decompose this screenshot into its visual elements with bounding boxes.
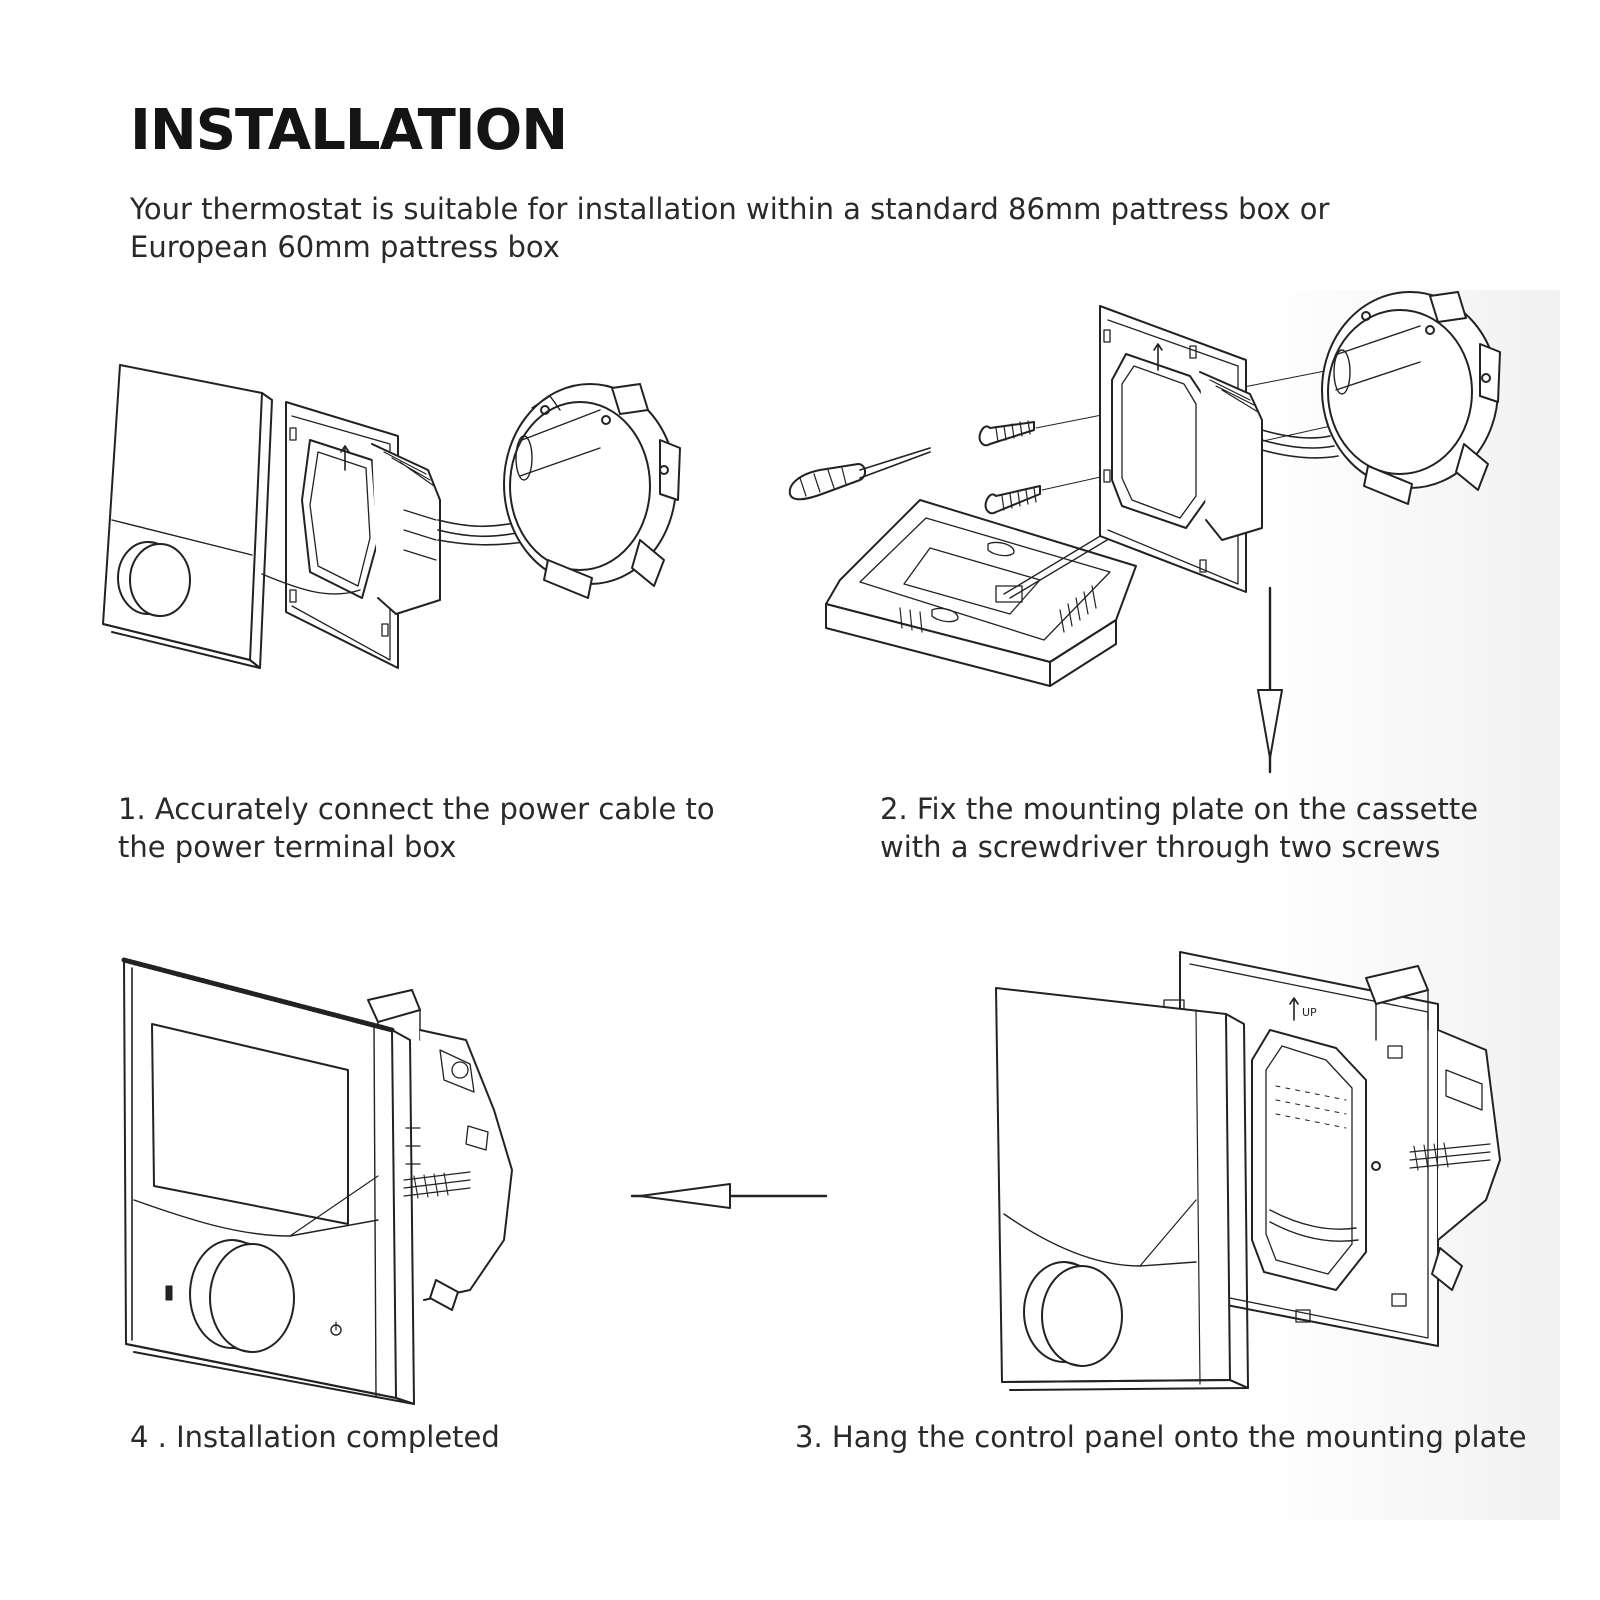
step3-illustration: UP [996, 952, 1500, 1390]
step2-caption: 2. Fix the mounting plate on the cassett… [880, 792, 1479, 864]
step1-terminal-block [372, 444, 440, 614]
step2-cassette [826, 500, 1164, 686]
step3-terminal-block [1366, 966, 1500, 1290]
step1-control-panel [103, 365, 272, 668]
step2-pattress-box [1322, 292, 1500, 504]
page-title: INSTALLATION [130, 98, 568, 163]
step2-terminal-block [1200, 372, 1338, 540]
step2-illustration [790, 292, 1500, 686]
step4-illustration [124, 960, 512, 1404]
left-arrow-icon [632, 1184, 826, 1208]
step4-back-box [368, 990, 512, 1310]
step3-caption: 3. Hang the control panel onto the mount… [795, 1420, 1527, 1454]
step1-power-cable [262, 520, 524, 594]
step1-illustration [103, 365, 680, 668]
intro-text: Your thermostat is suitable for installa… [130, 192, 1330, 264]
step4-caption: 4 . Installation completed [130, 1420, 500, 1454]
step3-control-panel [996, 988, 1248, 1390]
down-arrow-icon [1258, 588, 1282, 772]
step4-control-panel [124, 960, 414, 1404]
step1-mounting-plate [286, 402, 398, 668]
screwdriver-icon [790, 448, 930, 499]
step1-pattress-box [504, 384, 680, 598]
step1-caption: 1. Accurately connect the power cable to… [118, 792, 715, 864]
up-marking: UP [1302, 1006, 1317, 1019]
